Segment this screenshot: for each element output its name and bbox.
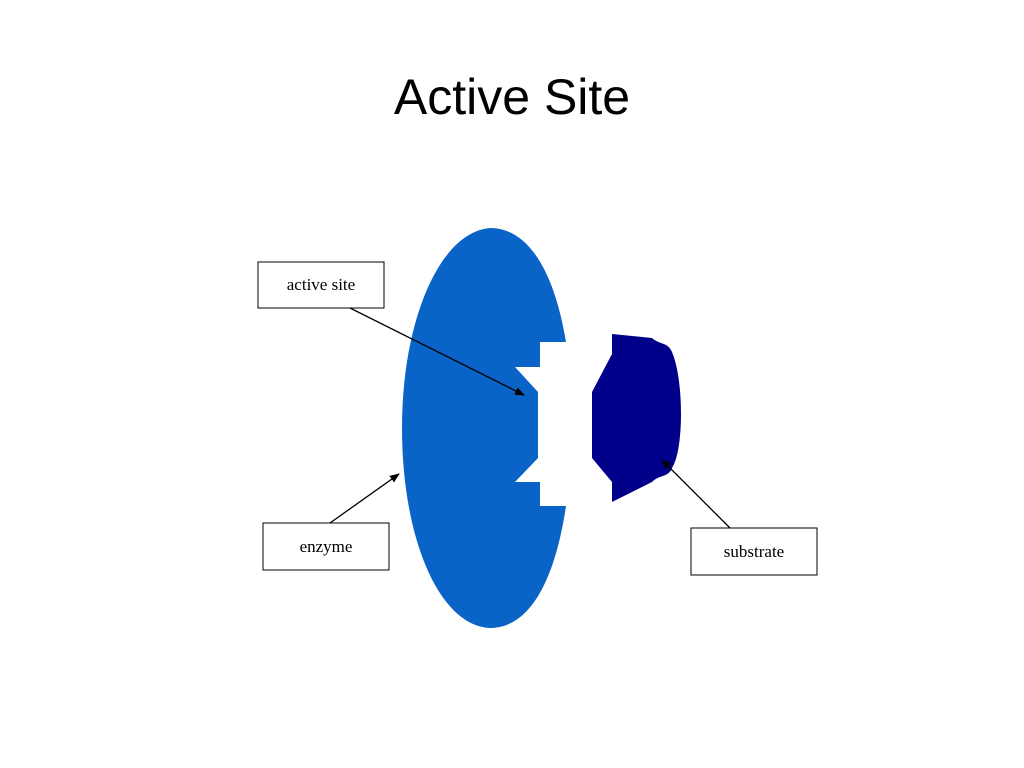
active-site-label-box: active site: [257, 261, 385, 309]
enzyme-label: enzyme: [300, 537, 353, 556]
enzyme-shape: [402, 228, 566, 628]
substrate-arrow: [661, 459, 731, 529]
active-site-arrow: [349, 307, 525, 396]
substrate-label-box: substrate: [690, 527, 818, 576]
active-site-label: active site: [287, 275, 355, 294]
slide-title: Active Site: [393, 69, 631, 125]
substrate-shape: [592, 334, 681, 502]
enzyme-label-box: enzyme: [262, 522, 390, 571]
substrate-label: substrate: [724, 542, 784, 561]
enzyme-arrow: [329, 473, 400, 524]
